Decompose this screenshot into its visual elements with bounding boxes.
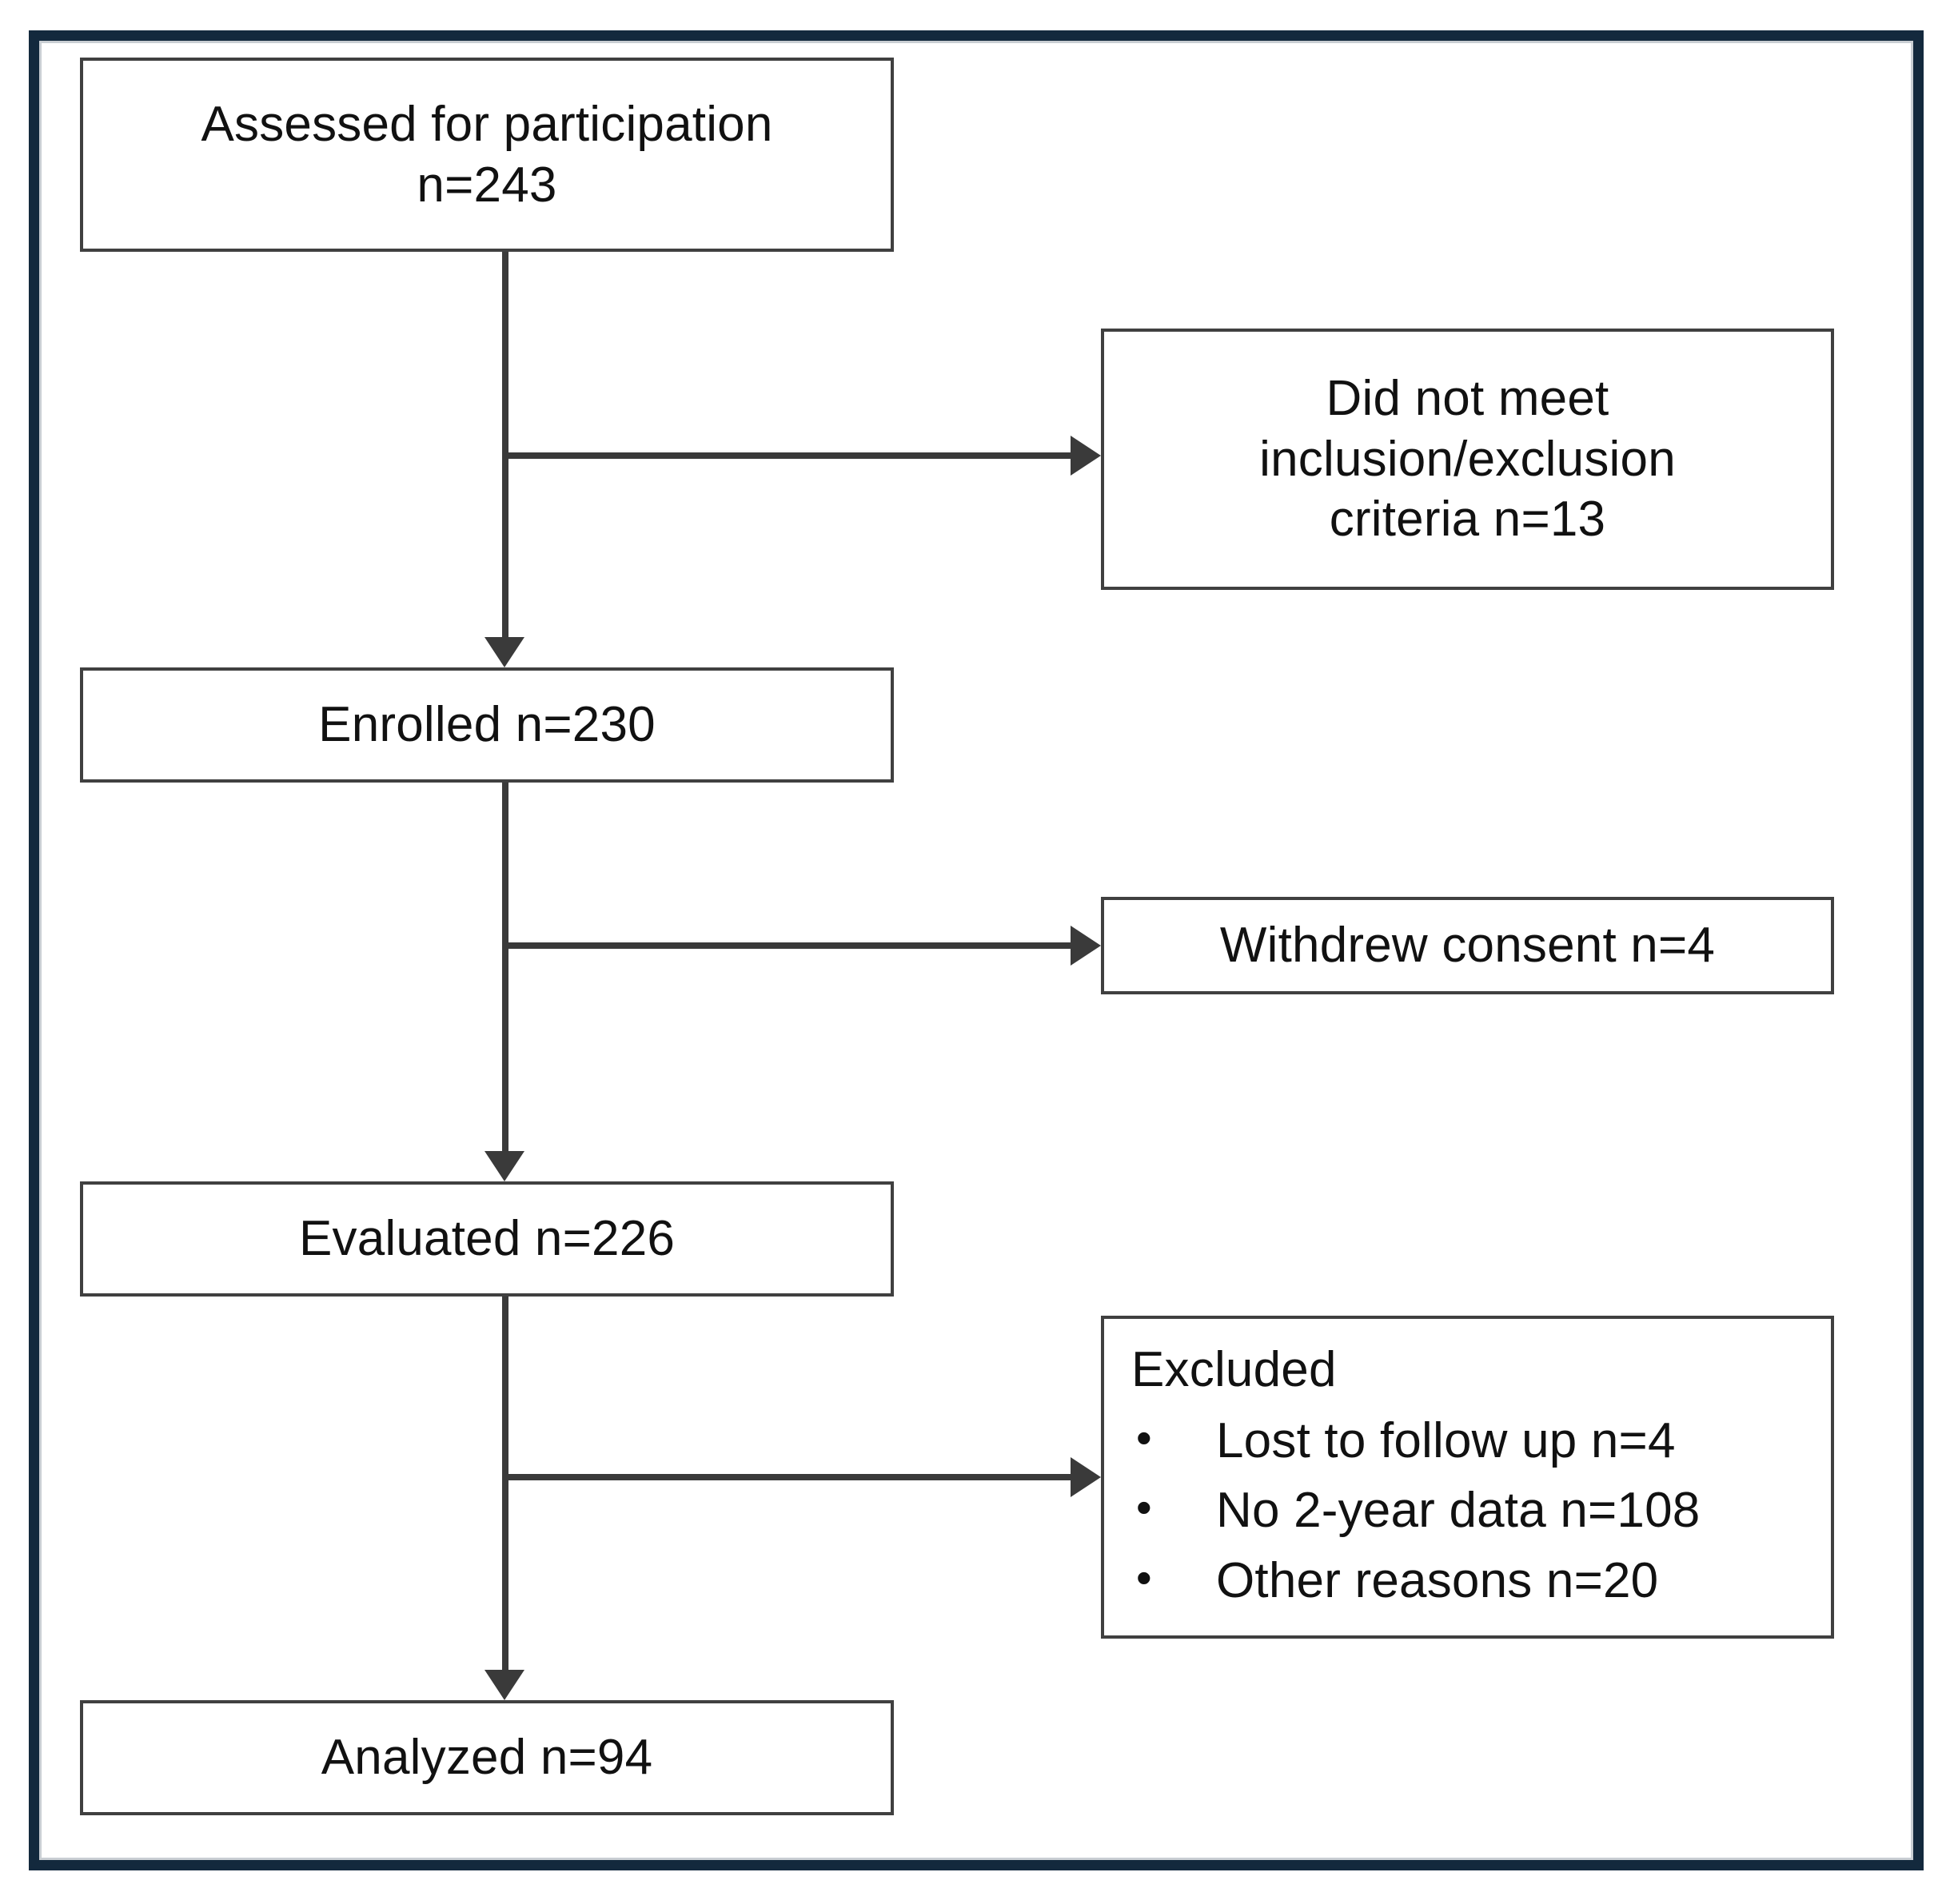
connector-evaluated-to-excluded [502,1474,1071,1480]
node-assessed-for-participation: Assessed for participation n=243 [80,58,894,252]
list-item: • No 2-year data n=108 [1104,1478,1831,1544]
node-did-not-meet-line-1: Did not meet [1326,371,1609,427]
node-analyzed-label: Analyzed n=94 [321,1730,653,1786]
figure-frame-inner-rule [39,41,1913,1860]
connector-evaluated-to-analyzed [502,1297,508,1670]
node-enrolled-label: Enrolled n=230 [318,697,656,753]
list-item: • Other reasons n=20 [1104,1548,1831,1614]
arrowhead-right-icon [1071,926,1101,966]
arrowhead-down-icon [485,1151,524,1181]
bullet-icon: • [1136,1412,1152,1463]
connector-assessed-to-did-not-meet [502,452,1071,459]
connector-enrolled-to-evaluated [502,783,508,1151]
node-evaluated: Evaluated n=226 [80,1181,894,1297]
node-evaluated-label: Evaluated n=226 [298,1211,676,1267]
list-item-label: Other reasons n=20 [1216,1553,1659,1609]
arrowhead-right-icon [1071,1457,1101,1497]
node-excluded-reason-list: • Lost to follow up n=4 • No 2-year data… [1104,1408,1831,1614]
list-item: • Lost to follow up n=4 [1104,1408,1831,1474]
node-withdrew-consent: Withdrew consent n=4 [1101,897,1834,994]
list-item-label: No 2-year data n=108 [1216,1483,1701,1539]
arrowhead-right-icon [1071,436,1101,476]
bullet-icon: • [1136,1482,1152,1533]
arrowhead-down-icon [485,1670,524,1700]
node-analyzed: Analyzed n=94 [80,1700,894,1815]
bullet-icon: • [1136,1552,1152,1603]
node-enrolled: Enrolled n=230 [80,667,894,783]
list-item-label: Lost to follow up n=4 [1216,1412,1676,1468]
node-did-not-meet-line-3: criteria n=13 [1329,492,1606,548]
node-did-not-meet-line-2: inclusion/exclusion [1259,431,1676,487]
node-excluded: Excluded • Lost to follow up n=4 • No 2-… [1101,1316,1834,1639]
node-did-not-meet-criteria: Did not meet inclusion/exclusion criteri… [1101,329,1834,590]
node-assessed-line-2: n=243 [417,157,557,213]
node-assessed-line-1: Assessed for participation [201,96,773,152]
connector-enrolled-to-withdrew [502,942,1071,949]
connector-assessed-to-enrolled [502,252,508,637]
arrowhead-down-icon [485,637,524,667]
node-withdrew-consent-label: Withdrew consent n=4 [1219,918,1716,974]
node-excluded-title: Excluded [1131,1342,1337,1397]
